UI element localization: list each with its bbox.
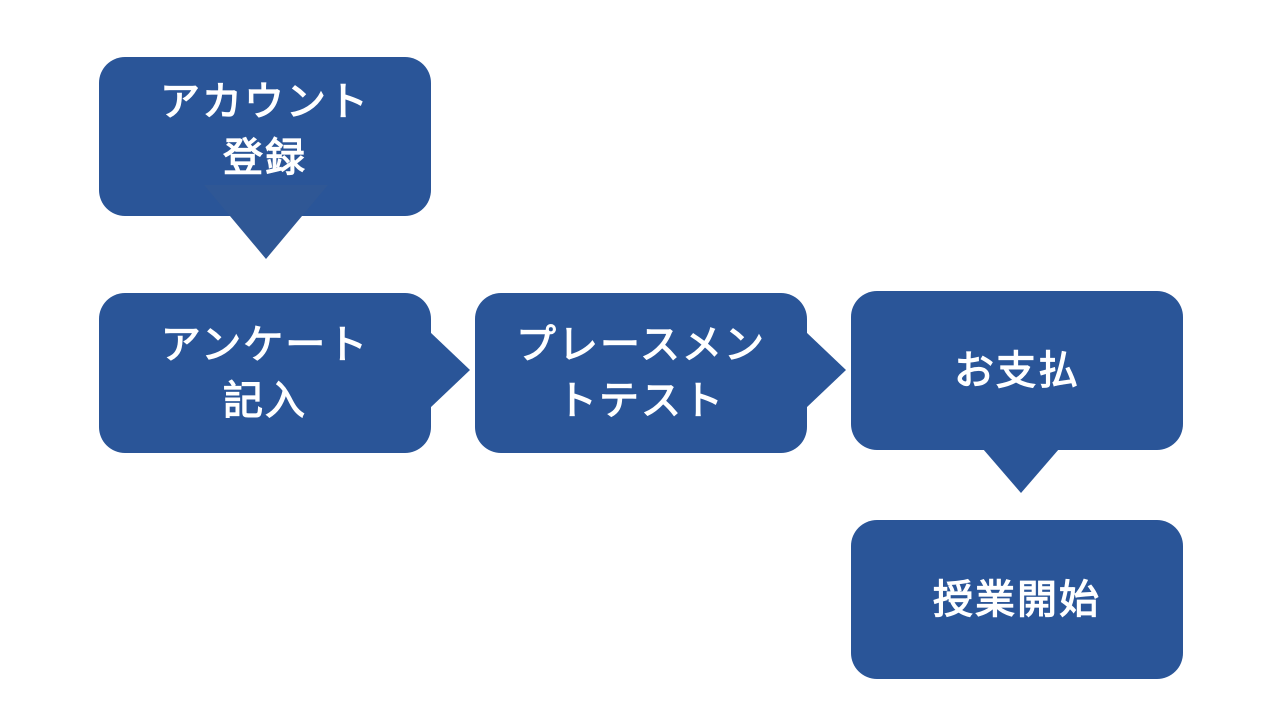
step-survey: アンケート 記入 xyxy=(99,293,431,453)
arrow-right-placement-to-payment xyxy=(806,332,846,408)
step-label: お支払 xyxy=(954,347,1080,394)
arrow-right-survey-to-placement xyxy=(430,332,470,408)
step-class-start: 授業開始 xyxy=(851,520,1183,679)
arrow-down-account-to-survey xyxy=(204,185,328,259)
step-label: アカウント 登録 xyxy=(160,78,370,181)
step-label: 授業開始 xyxy=(933,576,1101,623)
arrow-down-payment-to-start xyxy=(983,449,1059,493)
step-label: プレースメン トテスト xyxy=(516,322,766,424)
step-label: アンケート 記入 xyxy=(160,322,370,424)
step-placement-test: プレースメン トテスト xyxy=(475,293,807,453)
step-payment: お支払 xyxy=(851,291,1183,450)
